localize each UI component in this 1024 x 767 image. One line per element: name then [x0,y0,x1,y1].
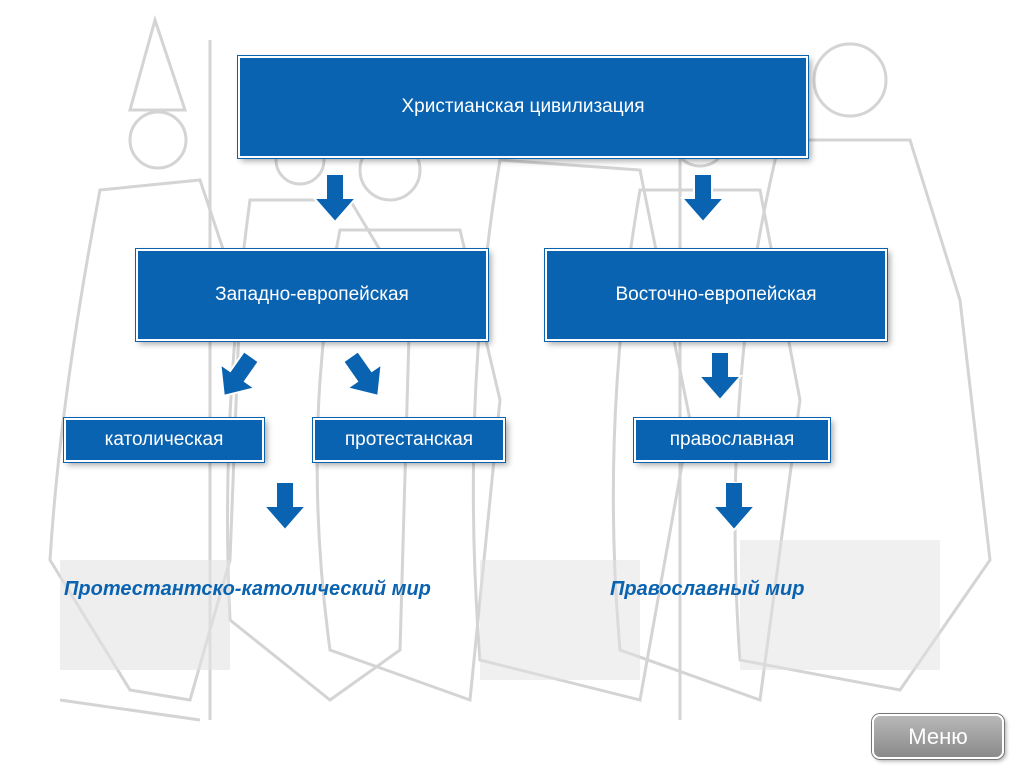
leaf-catholic-label: католическая [104,429,224,450]
arrow-down-icon [697,352,743,402]
branch-east-label: Восточно-европейская [615,284,817,305]
leaf-protestant-label: протестанская [344,429,474,450]
arrow-down-icon [680,174,726,224]
arrow-down-left-icon [219,352,260,398]
leaf-box-orthodox: православная [634,418,830,462]
branch-west-label: Западно-европейская [215,284,409,305]
root-label: Христианская цивилизация [401,96,645,117]
branch-box-west-european: Западно-европейская [136,249,488,341]
leaf-orthodox-label: православная [669,429,795,450]
leaf-box-catholic: католическая [64,418,264,462]
world-label-orthodox: Православный мир [610,578,805,600]
arrow-down-right-icon [342,352,383,398]
branch-box-east-european: Восточно-европейская [545,249,887,341]
arrow-down-icon [711,482,757,532]
menu-button-label: Меню [908,723,968,749]
menu-button[interactable]: Меню [872,714,1004,759]
arrow-down-icon [312,174,358,224]
arrow-down-icon [262,482,308,532]
leaf-box-protestant: протестанская [313,418,505,462]
world-label-protestant-catholic: Протестантско-католический мир [64,578,431,600]
root-box-christian-civilization: Христианская цивилизация [238,56,808,158]
